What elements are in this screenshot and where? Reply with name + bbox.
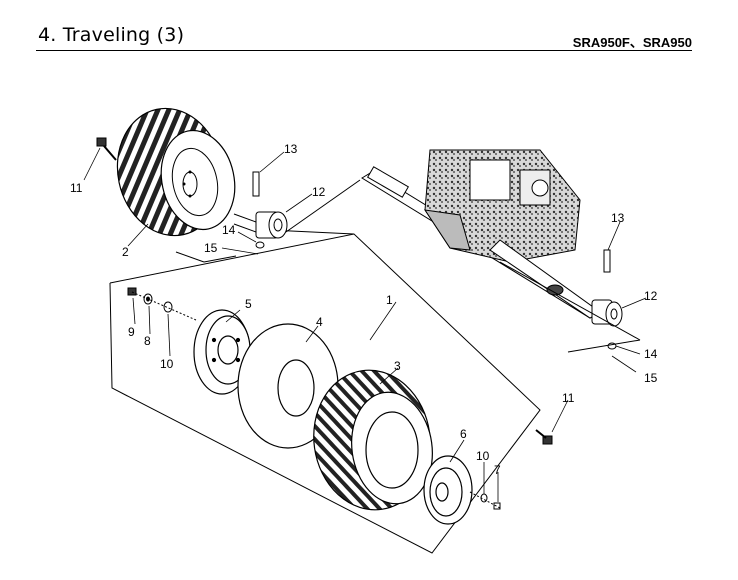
callout-9: 9: [128, 325, 135, 339]
wheel-disc-5: [193, 309, 251, 395]
callout-11-right: 11: [562, 391, 575, 405]
leader-lines: [83, 147, 647, 502]
callout-8: 8: [144, 334, 151, 348]
callout-6: 6: [460, 427, 467, 441]
inner-tube-4: [237, 323, 339, 449]
callout-12-upper: 12: [312, 185, 326, 199]
callout-4: 4: [316, 315, 323, 329]
nut-washer-set-left: [127, 287, 197, 321]
title-rule: [36, 50, 692, 51]
callout-10-right: 10: [476, 449, 490, 463]
callout-1: 1: [386, 293, 393, 307]
callout-12-right: 12: [644, 289, 658, 303]
model-codes: SRA950F、SRA950: [572, 35, 692, 50]
bolt-11-upper: [96, 137, 117, 161]
callout-13-upper: 13: [284, 142, 298, 156]
hub-12-upper: [233, 171, 288, 249]
callout-5: 5: [245, 297, 252, 311]
callout-11-upper: 11: [70, 181, 83, 195]
transmission-axle: [361, 149, 623, 350]
callout-2: 2: [122, 245, 129, 259]
callout-3: 3: [394, 359, 401, 373]
callout-14-upper: 14: [222, 223, 236, 237]
callout-labels: 11 2 13 12 14 15 13 12 14 15 1 5 4 3 9 8…: [70, 142, 658, 477]
callout-15-right: 15: [644, 371, 658, 385]
wheel-disc-6: [423, 455, 473, 525]
callout-13-right: 13: [611, 211, 625, 225]
rear-tire-left: [116, 107, 236, 237]
callout-15-upper: 15: [204, 241, 218, 255]
axle-frame-lines: [285, 179, 641, 353]
callout-14-right: 14: [644, 347, 658, 361]
page-title: 4. Traveling (3): [38, 24, 185, 46]
tire-3: [313, 369, 433, 511]
callout-7: 7: [494, 463, 501, 477]
nut-washer-set-right: [469, 429, 553, 510]
callout-10-left: 10: [160, 357, 174, 371]
